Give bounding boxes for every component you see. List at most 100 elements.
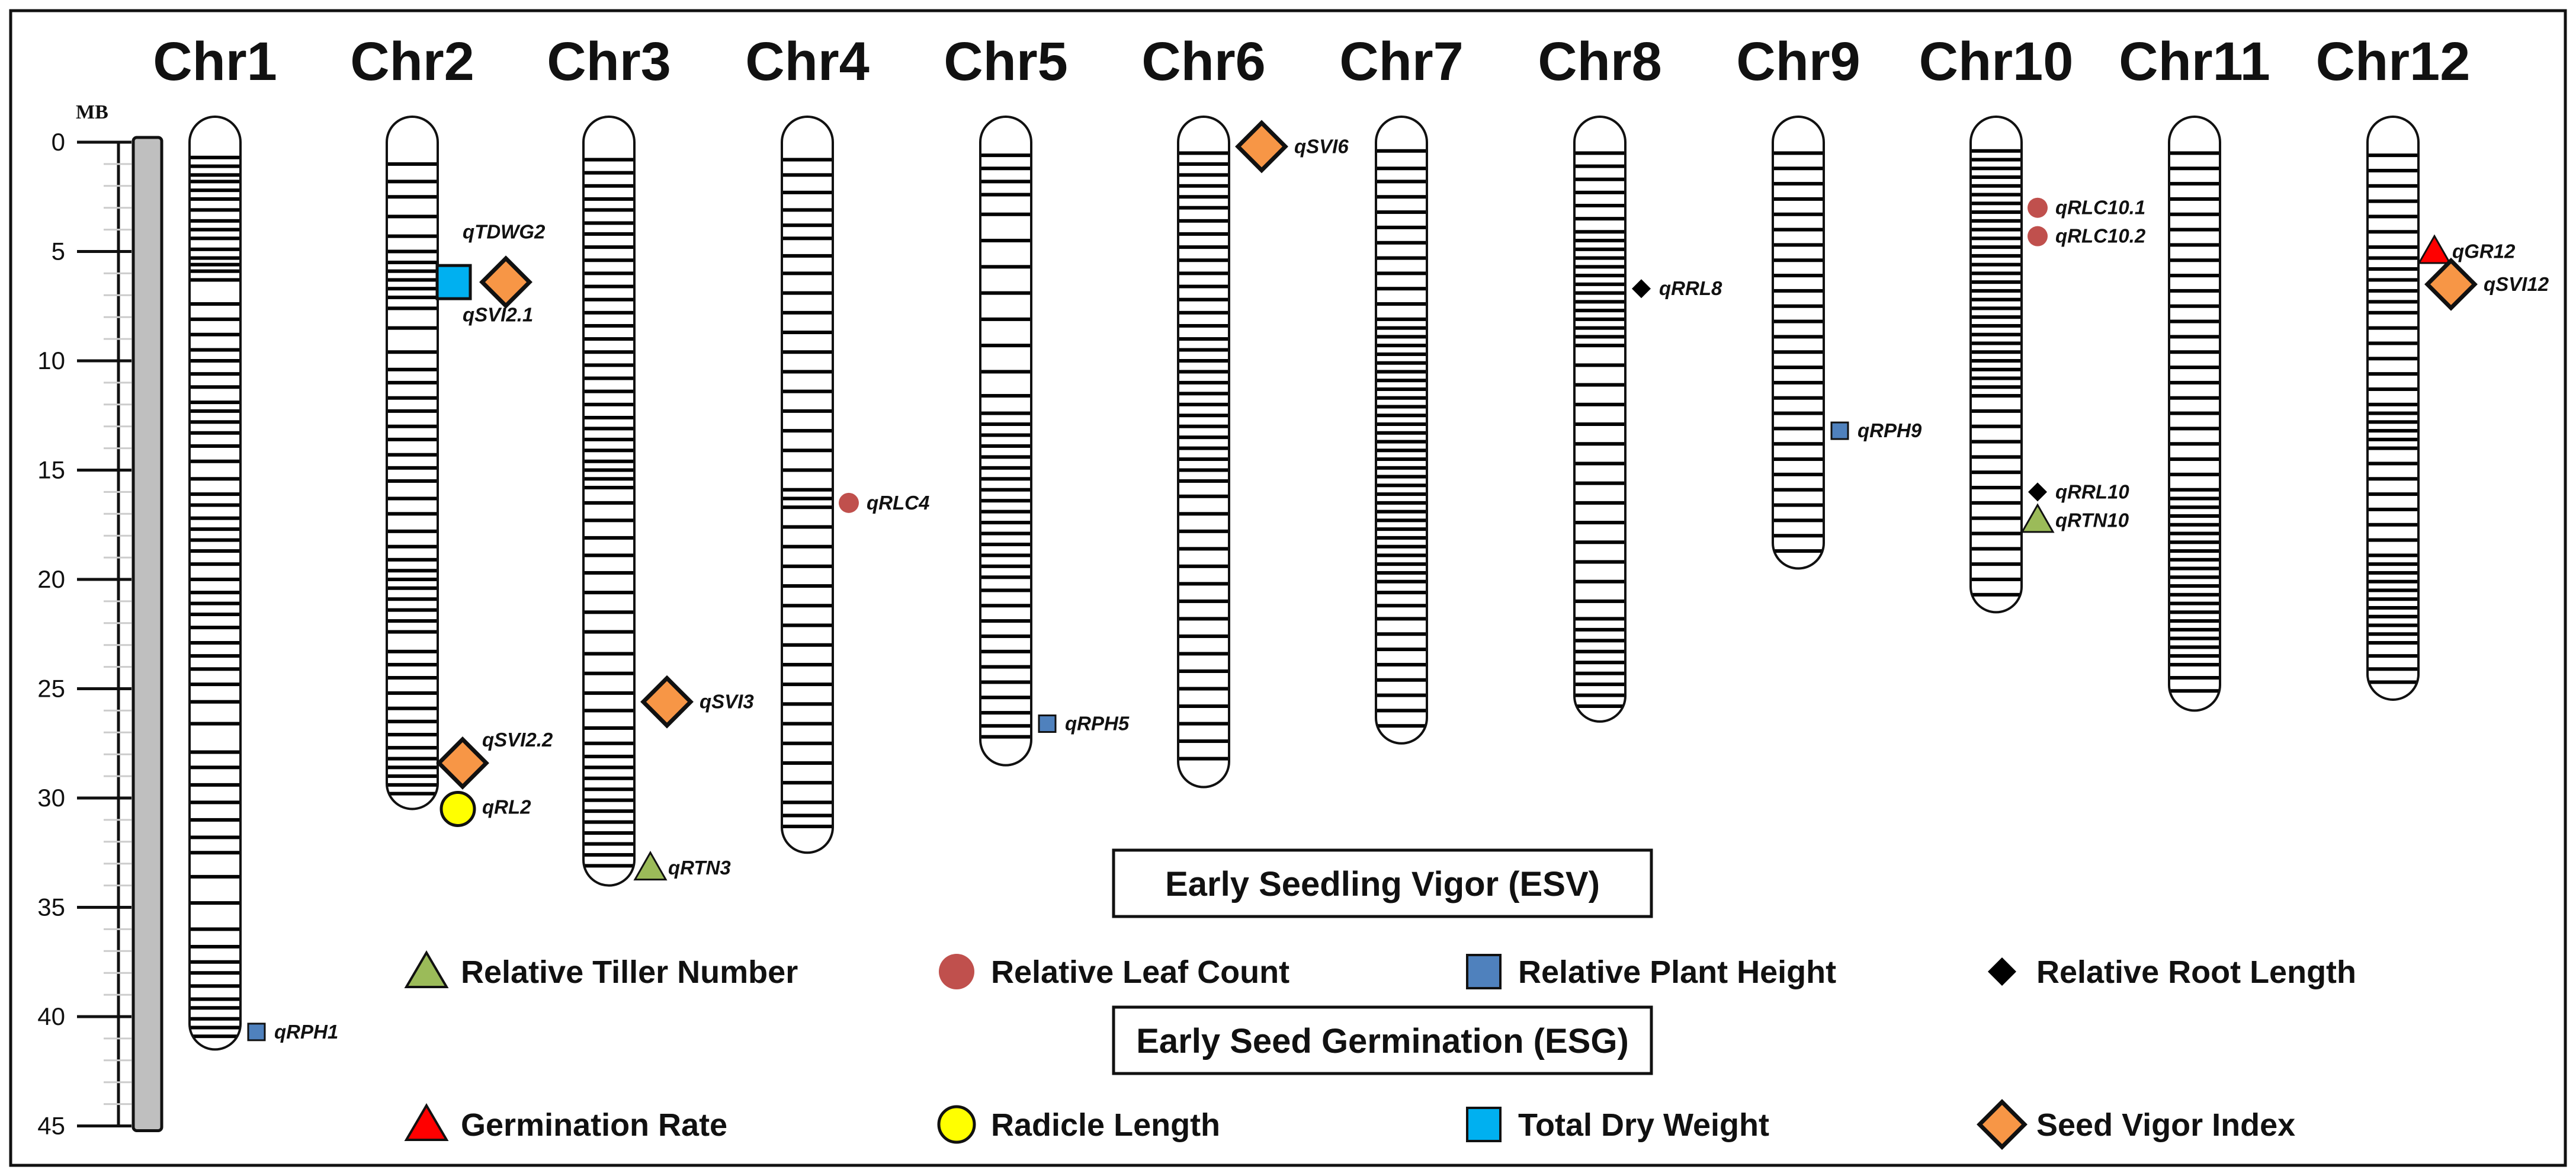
marker-band: [1574, 704, 1625, 709]
marker-band: [583, 691, 634, 695]
marker-band: [1178, 722, 1229, 726]
legend-item-relative-root-length: Relative Root Length: [1988, 954, 2356, 990]
qtl-markers: qRPH1qTDWG2qSVI2.1qSVI2.2qRL2qSVI3qRTN3q…: [247, 120, 2549, 1043]
chromosome-chr9: Chr9: [1736, 31, 1860, 570]
chromosome-chr7: Chr7: [1339, 31, 1464, 745]
qtl-label: qRTN3: [668, 857, 731, 879]
qtl-label: qRRL8: [1659, 277, 1722, 299]
marker-band: [2169, 601, 2220, 605]
marker-band: [1574, 560, 1625, 564]
marker-band: [782, 813, 833, 818]
axis-tick-label: 0: [52, 128, 65, 156]
marker-band: [782, 682, 833, 687]
marker-band: [1376, 617, 1427, 621]
qtl-label: qGR12: [2452, 241, 2516, 262]
marker-band: [1178, 245, 1229, 249]
marker-band: [190, 247, 240, 251]
chromosome-bands: [1971, 149, 2022, 597]
marker-band: [1574, 422, 1625, 427]
marker-band: [1971, 236, 2022, 241]
legend-esg-title: Early Seed Germination (ESG): [1136, 1022, 1629, 1060]
qtl-label: qRPH1: [274, 1021, 338, 1043]
marker-band: [1971, 359, 2022, 363]
chromosome-outline: [1772, 116, 1825, 570]
marker-band: [1773, 197, 1824, 201]
marker-band: [2368, 562, 2418, 566]
chromosome-chr2: Chr2: [350, 31, 474, 810]
marker-band: [1971, 201, 2022, 206]
marker-band: [1971, 323, 2022, 328]
marker-band: [2368, 623, 2418, 627]
chromosome-chr6: Chr6: [1141, 31, 1266, 789]
marker-band: [583, 518, 634, 523]
qtl-label: qSVI2.2: [482, 729, 553, 751]
qtl-qrph5: qRPH5: [1038, 713, 1130, 735]
marker-band: [980, 575, 1031, 579]
marker-band: [1574, 204, 1625, 208]
chromosome-outline: [2366, 116, 2420, 701]
marker-band: [1376, 604, 1427, 608]
marker-band: [387, 529, 438, 533]
qtl-marker-2: [479, 255, 532, 309]
marker-band: [1178, 669, 1229, 673]
qtl-label: qRPH5: [1065, 713, 1130, 735]
marker-band: [190, 682, 240, 687]
marker-band: [782, 310, 833, 315]
marker-band: [1574, 256, 1625, 260]
marker-band: [980, 444, 1031, 448]
marker-band: [387, 619, 438, 623]
marker-band: [1574, 300, 1625, 304]
marker-band: [2169, 350, 2220, 354]
marker-band: [1971, 592, 2022, 597]
marker-band: [1178, 564, 1229, 568]
chromosome-outline: [979, 116, 1032, 767]
marker-band: [2169, 227, 2220, 232]
marker-band: [1178, 617, 1229, 621]
marker-band: [1178, 479, 1229, 483]
marker-band: [1376, 662, 1427, 666]
chromosome-chr1: Chr1: [153, 31, 277, 1051]
marker-band: [1376, 553, 1427, 557]
marker-band: [980, 422, 1031, 427]
marker-band: [980, 735, 1031, 739]
chromosome-chr4: Chr4: [745, 31, 870, 854]
marker-band: [1773, 411, 1824, 415]
marker-band: [387, 792, 438, 796]
chromosome-bands: [1376, 149, 1427, 728]
legend-item-total-dry-weight: Total Dry Weight: [1466, 1107, 1769, 1143]
marker-band: [583, 459, 634, 463]
marker-band: [1376, 210, 1427, 214]
marker-band: [2368, 680, 2418, 684]
marker-band: [2169, 304, 2220, 308]
marker-band: [1574, 335, 1625, 339]
chromosome-outline: [188, 116, 242, 1051]
marker-band: [1971, 385, 2022, 389]
marker-band: [583, 184, 634, 188]
marker-band: [583, 284, 634, 289]
marker-band: [387, 350, 438, 354]
marker-band: [1376, 693, 1427, 697]
marker-band: [2368, 597, 2418, 601]
marker-band: [190, 503, 240, 507]
marker-band: [190, 409, 240, 413]
marker-band: [1376, 271, 1427, 275]
marker-band: [1178, 258, 1229, 262]
qtl-qsvi3: qSVI3: [640, 675, 754, 729]
marker-band: [190, 626, 240, 630]
marker-band: [980, 193, 1031, 197]
qtl-diamond-icon: [2424, 257, 2478, 311]
marker-band: [2368, 326, 2418, 330]
marker-band: [1376, 370, 1427, 374]
marker-band: [583, 232, 634, 236]
marker-band: [980, 239, 1031, 243]
marker-band: [190, 302, 240, 306]
marker-band: [782, 208, 833, 212]
marker-band: [2368, 153, 2418, 158]
marker-band: [1971, 531, 2022, 536]
marker-band: [1376, 440, 1427, 444]
chromosome-chr11: Chr11: [2119, 31, 2270, 712]
marker-band: [782, 702, 833, 706]
marker-band: [782, 643, 833, 647]
marker-band: [2169, 523, 2220, 527]
marker-band: [190, 332, 240, 337]
